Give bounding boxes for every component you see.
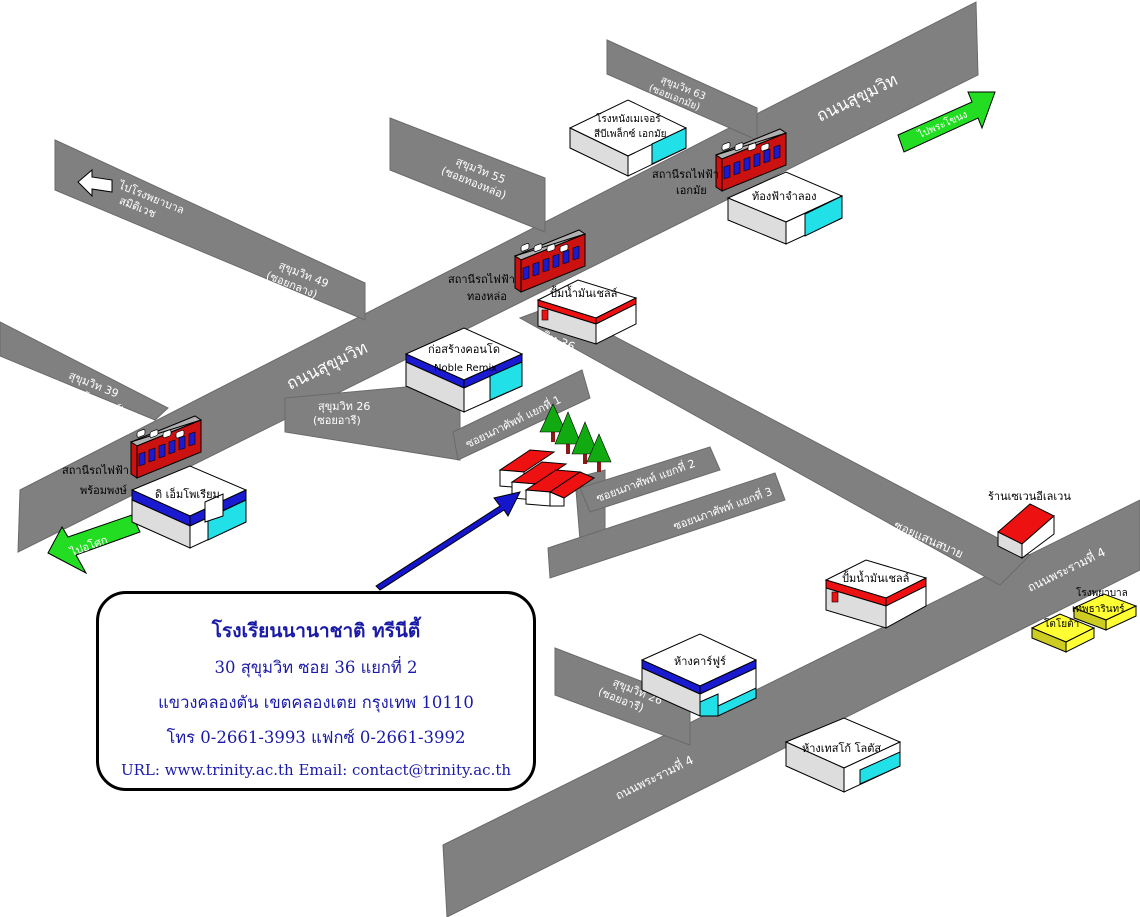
landmark-emporium: ดิ เอ็มโพเรียม xyxy=(130,465,248,549)
road-soi49 xyxy=(54,139,366,321)
svg-text:โตโยต้า: โตโยต้า xyxy=(1044,617,1079,630)
svg-text:ดิ เอ็มโพเรียม: ดิ เอ็มโพเรียม xyxy=(155,487,220,501)
school-pointer-arrow xyxy=(375,491,521,591)
svg-text:โรงพยาบาลเทพธารินทร์: โรงพยาบาลเทพธารินทร์ xyxy=(1072,586,1128,615)
road-soi26-top xyxy=(284,381,461,461)
bts-station-thonglor: สถานีรถไฟฟ้าทองหล่อ xyxy=(448,229,586,303)
landmark-carrefour: ห้างคาร์ฟูร์ xyxy=(640,633,758,717)
school-web-contact[interactable]: URL: www.trinity.ac.th Email: contact@tr… xyxy=(120,761,512,779)
school-building xyxy=(498,403,612,507)
school-address-line1: 30 สุขุมวิท ซอย 36 แยกที่ 2 xyxy=(214,658,418,677)
arrow-right-icon xyxy=(897,91,996,153)
road-soi55 xyxy=(389,117,546,233)
svg-text:ห้างเทสโก้ โลตัส: ห้างเทสโก้ โลตัส xyxy=(802,741,881,755)
school-name: โรงเรียนนานาชาติ ทรีนีตี้ xyxy=(211,620,421,642)
road-napasap2 xyxy=(579,446,721,513)
school-address-line2: แขวงคลองตัน เขตคลองเตย กรุงเทพ 10110 xyxy=(158,693,474,712)
svg-text:สถานีรถไฟฟ้าพร้อมพงษ์: สถานีรถไฟฟ้าพร้อมพงษ์ xyxy=(62,464,129,497)
svg-text:โรงหนังเมเจอร์สีบีเพล็กซ์ เอกม: โรงหนังเมเจอร์สีบีเพล็กซ์ เอกมัย xyxy=(594,112,667,140)
tree-icon xyxy=(539,403,612,472)
landmark-toyota: โตโยต้า xyxy=(1030,613,1096,653)
road-soi39 xyxy=(0,321,169,421)
label-soi26-top: สุขุมวิท 26(ซอยอารี) xyxy=(313,400,370,427)
svg-text:ปั้มน้ำมันเชลล์: ปั้มน้ำมันเชลล์ xyxy=(550,285,617,300)
landmark-planetarium: ท้องฟ้าจำลอง xyxy=(726,171,844,245)
landmark-gas-station-saensabai: ปั้มน้ำมันเชลล์ xyxy=(824,559,928,629)
svg-text:สถานีรถไฟฟ้าทองหล่อ: สถานีรถไฟฟ้าทองหล่อ xyxy=(448,273,515,303)
landmark-seven-eleven: ร้านเซเวนอีเลเวน xyxy=(988,490,1071,559)
road-sukhumvit xyxy=(17,1,979,553)
landmark-hospital: โรงพยาบาลเทพธารินทร์ xyxy=(1072,586,1138,631)
school-phone: โทร 0-2661-3993 แฟกซ์ 0-2661-3992 xyxy=(166,728,466,747)
school-info-box: โรงเรียนนานาชาติ ทรีนีตี้ 30 สุขุมวิท ซอ… xyxy=(96,591,536,791)
svg-text:ห้างคาร์ฟูร์: ห้างคาร์ฟูร์ xyxy=(674,655,726,668)
svg-text:ปั้มน้ำมันเชลล์: ปั้มน้ำมันเชลล์ xyxy=(842,570,909,585)
road-rama4 xyxy=(442,499,1140,917)
road-napasap3 xyxy=(547,472,786,579)
landmark-tesco-lotus: ห้างเทสโก้ โลตัส xyxy=(784,717,902,793)
svg-text:ท้องฟ้าจำลอง: ท้องฟ้าจำลอง xyxy=(752,190,817,203)
svg-text:สถานีรถไฟฟ้าเอกมัย: สถานีรถไฟฟ้าเอกมัย xyxy=(652,168,719,197)
svg-text:ร้านเซเวนอีเลเวน: ร้านเซเวนอีเลเวน xyxy=(988,490,1071,503)
bts-station-phromphong: สถานีรถไฟฟ้าพร้อมพงษ์ xyxy=(62,415,202,497)
road-napasap1 xyxy=(452,369,591,461)
landmark-cinema: โรงหนังเมเจอร์สีบีเพล็กซ์ เอกมัย xyxy=(568,99,688,177)
arrow-left-icon xyxy=(77,168,113,198)
bts-station-ekkamai: สถานีรถไฟฟ้าเอกมัย xyxy=(652,128,787,197)
landmark-gas-station-sukhumvit: ปั้มน้ำมันเชลล์ xyxy=(536,279,638,345)
